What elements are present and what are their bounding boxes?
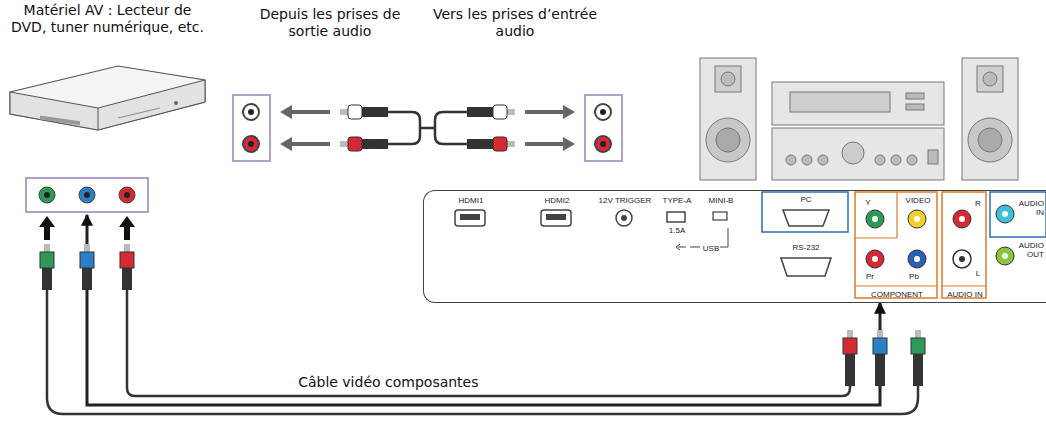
port-label: HDMI2 — [545, 196, 570, 205]
port-label: HDMI1 — [459, 196, 484, 205]
rca-plugs-right — [843, 330, 925, 386]
port-label: Pb — [909, 272, 919, 281]
jack-panel — [26, 178, 148, 212]
port-label: AUDIO IN — [1014, 199, 1044, 217]
port-label: R — [975, 199, 981, 208]
audio-cable — [340, 105, 515, 151]
port-label: USB — [703, 244, 719, 253]
port-label: 12V TRIGGER — [599, 196, 652, 205]
audio-jack-box — [233, 95, 270, 161]
component-cable — [87, 215, 880, 405]
dvd-player — [10, 66, 205, 130]
cable-wire — [47, 290, 918, 414]
audio-system — [700, 58, 1018, 180]
component-jacks — [39, 187, 135, 203]
port-label: VIDEO — [906, 196, 931, 205]
device-caption: Matériel AV : Lecteur de DVD, tuner numé… — [5, 2, 210, 36]
port-label: AUDIO OUT — [1014, 241, 1044, 259]
port-label: Y — [865, 198, 870, 207]
port-label: L — [976, 269, 980, 278]
port-label: PC — [800, 195, 811, 204]
port-label: MINI-B — [709, 196, 734, 205]
audio-arrows — [280, 105, 575, 151]
av-device: Matériel AV : Lecteur de DVD, tuner numé… — [5, 2, 210, 215]
port-label: Pr — [866, 272, 874, 281]
cable-label: Câble vidéo composantes — [295, 374, 481, 391]
audio-jack-box — [585, 95, 622, 161]
port-label: RS-232 — [792, 243, 819, 252]
port-label: COMPONENT — [871, 290, 923, 299]
port-label: TYPE-A — [663, 196, 692, 205]
audio-note: Vers les prises d’entrée audio — [425, 6, 605, 40]
port-label: AUDIO IN — [947, 290, 983, 299]
audio-note: Depuis les prises de sortie audio — [240, 6, 420, 40]
projector-panel: HDMI1 HDMI2 12V TRIGGER TYPE-A MINI-B 1.5A USB… — [423, 190, 1046, 303]
port-label: 1.5A — [669, 226, 685, 235]
projector-ports — [455, 192, 1046, 298]
insert-arrows — [39, 216, 135, 240]
rca-plugs-left — [40, 244, 134, 290]
cable-wire — [127, 290, 850, 396]
